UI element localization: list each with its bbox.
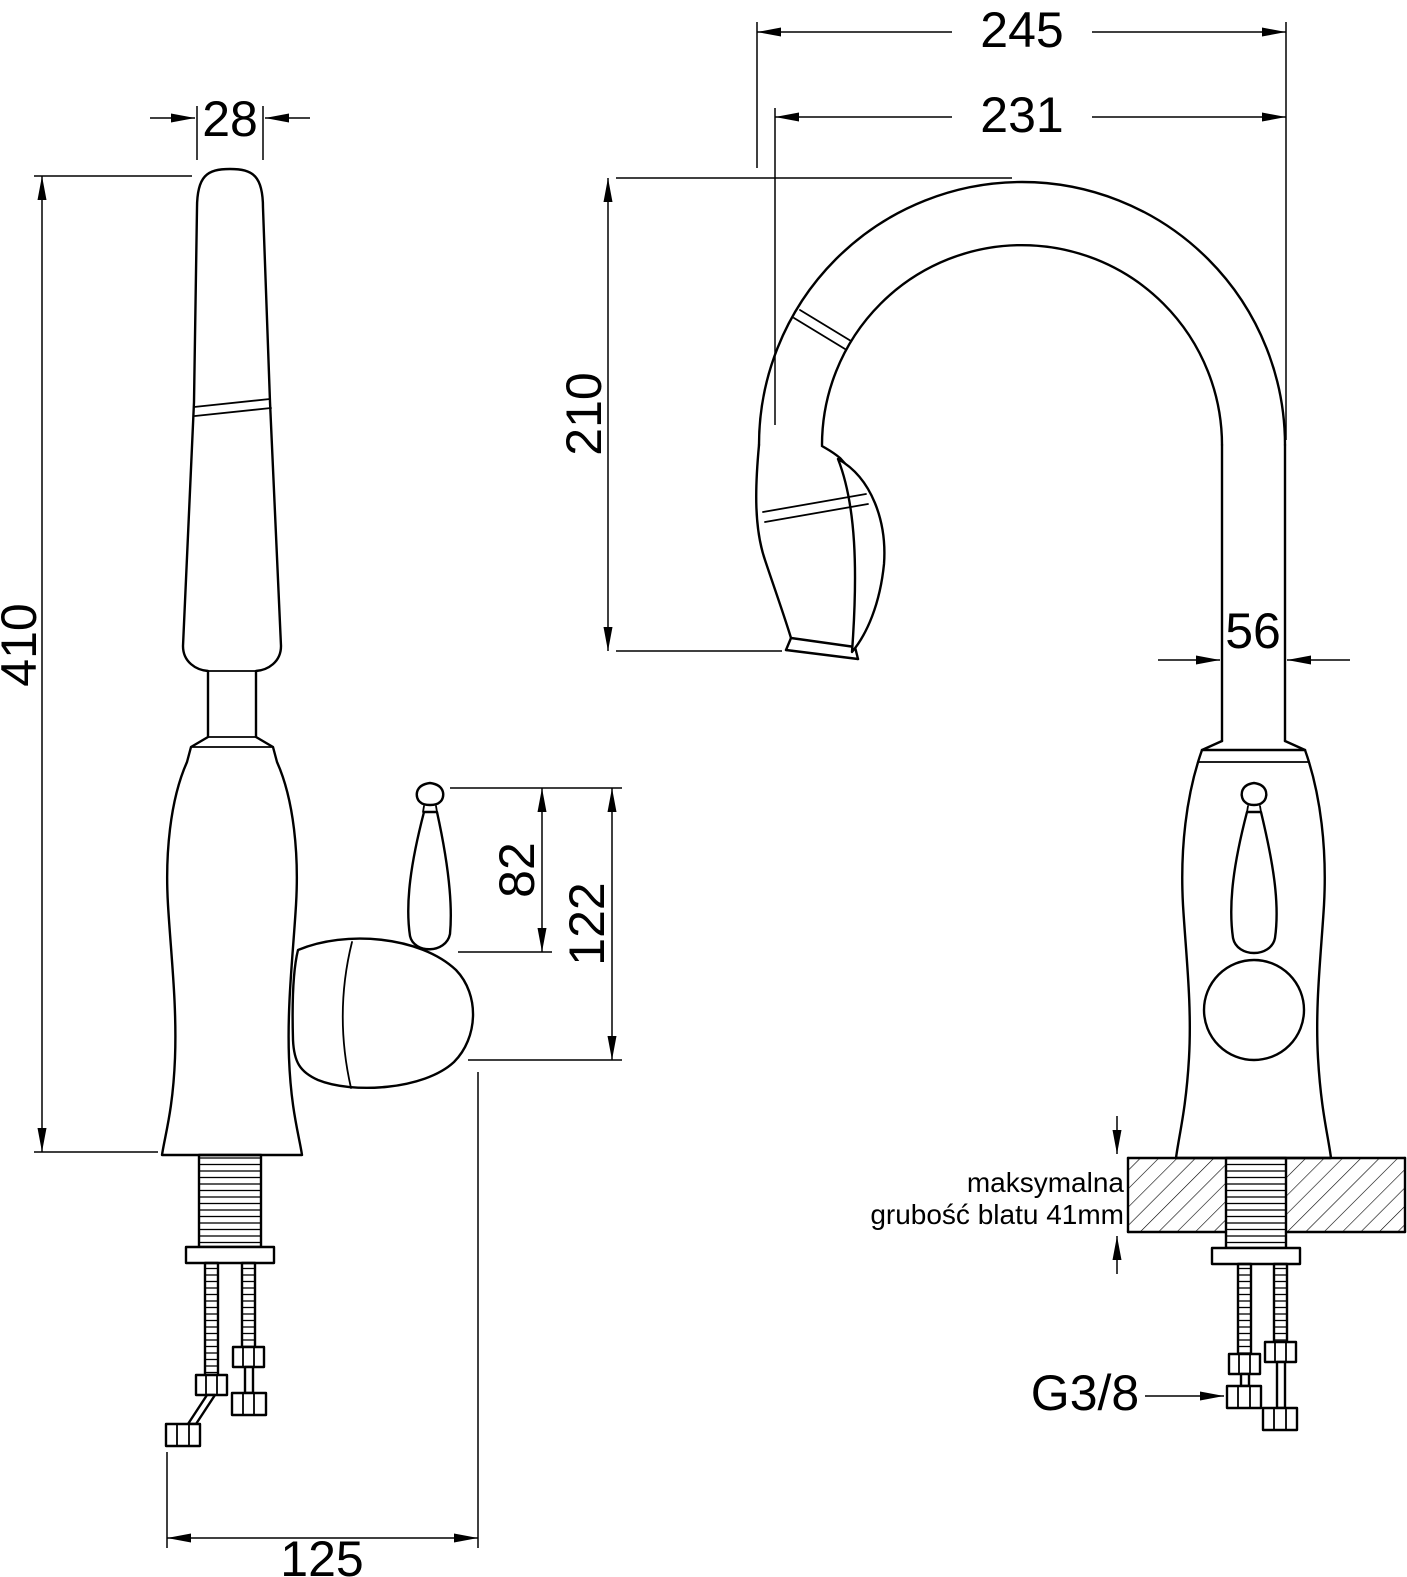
dimension-label: 56: [1225, 603, 1281, 659]
knob-neck-line: [435, 805, 438, 813]
dimension-label: 210: [556, 372, 612, 455]
dimension-label: 125: [280, 1531, 363, 1577]
faucet-silhouette: [160, 167, 304, 1157]
spout-inner-arc: [820, 243, 1224, 447]
dimension-annotations: 28 245 231 410 210: [0, 2, 1350, 1577]
hose-connector-nut: [164, 1422, 202, 1448]
spout-outer-arc: [757, 180, 1287, 447]
housing-seam-line: [341, 941, 353, 1089]
mounting-stud: [1236, 1262, 1253, 1356]
mounting-stud: [1272, 1262, 1289, 1344]
hose-tail: [1239, 1372, 1251, 1388]
dimension-label: 82: [489, 842, 545, 898]
handle-knob: [1240, 781, 1268, 807]
left-view-faucet: [160, 167, 475, 1448]
hose-tail: [1275, 1360, 1287, 1410]
hose-tail: [243, 1365, 255, 1395]
dim-spout-tip-width: 28: [150, 91, 310, 160]
spray-head-seam-line: [762, 493, 867, 513]
dim-base-depth: 125: [166, 1072, 479, 1577]
spray-head-seam-line: [764, 503, 869, 523]
valve-housing: [291, 937, 475, 1090]
hose-connector-nut: [1225, 1384, 1263, 1410]
countertop-hatch-right: [1286, 1158, 1405, 1232]
dimension-label: 231: [980, 87, 1063, 143]
dim-body-height: 122: [468, 788, 622, 1061]
note-label-line2: grubość blatu 41mm: [870, 1199, 1124, 1230]
mounting-nut: [231, 1345, 266, 1369]
spout-seam-line: [193, 398, 271, 408]
note-label-line1: maksymalna: [967, 1167, 1125, 1198]
spray-head-left-edge: [755, 443, 793, 652]
dim-column-width: 56: [1158, 603, 1350, 665]
dimension-label: 28: [202, 91, 258, 147]
dimension-label: 122: [559, 882, 615, 965]
threaded-shank: [197, 1153, 263, 1249]
mounting-stud: [240, 1261, 257, 1349]
hose-connector-nut: [1261, 1406, 1299, 1432]
handle-base-circle: [1202, 958, 1306, 1062]
dim-total-height: 410: [0, 175, 192, 1153]
handle-lever: [407, 810, 453, 951]
knob-neck-line: [1246, 805, 1249, 813]
dim-spout-reach: 231: [774, 87, 1286, 425]
handle-lever: [1230, 810, 1278, 955]
right-view-faucet: [755, 180, 1407, 1432]
dimension-label: G3/8: [1031, 1365, 1139, 1421]
dim-total-reach: 245: [756, 2, 1287, 440]
mounting-nut: [1227, 1352, 1262, 1376]
knob-neck-line: [1259, 805, 1262, 813]
note-countertop-thickness: maksymalna grubość blatu 41mm: [870, 1116, 1124, 1274]
handle-knob: [415, 781, 445, 807]
dim-spout-height: 210: [556, 177, 1012, 652]
dimension-label: 245: [980, 2, 1063, 58]
mounting-plate: [1210, 1246, 1302, 1266]
mounting-plate: [184, 1245, 276, 1265]
hose-connector-nut: [230, 1391, 268, 1417]
knob-neck-line: [422, 805, 425, 813]
threaded-shank: [1224, 1156, 1288, 1250]
spray-head-tip-top-line: [789, 636, 857, 649]
mounting-nut: [194, 1373, 229, 1397]
dim-thread-size: G3/8: [1031, 1365, 1224, 1421]
dimension-label: 410: [0, 603, 47, 686]
spout-seam-line: [194, 407, 272, 417]
mounting-stud: [203, 1261, 220, 1377]
spout-seam-line: [793, 317, 846, 350]
spout-seam-line: [799, 309, 852, 342]
countertop-hatch-left: [1128, 1158, 1226, 1232]
collar-flare-line: [1283, 739, 1307, 752]
hose-tail: [186, 1393, 217, 1426]
spray-lever: [836, 457, 886, 654]
mounting-nut: [1263, 1340, 1298, 1364]
collar-flare-line: [1200, 739, 1224, 752]
dim-handle-height: 82: [450, 787, 622, 953]
spray-head-tip-bottom-line: [784, 648, 860, 661]
